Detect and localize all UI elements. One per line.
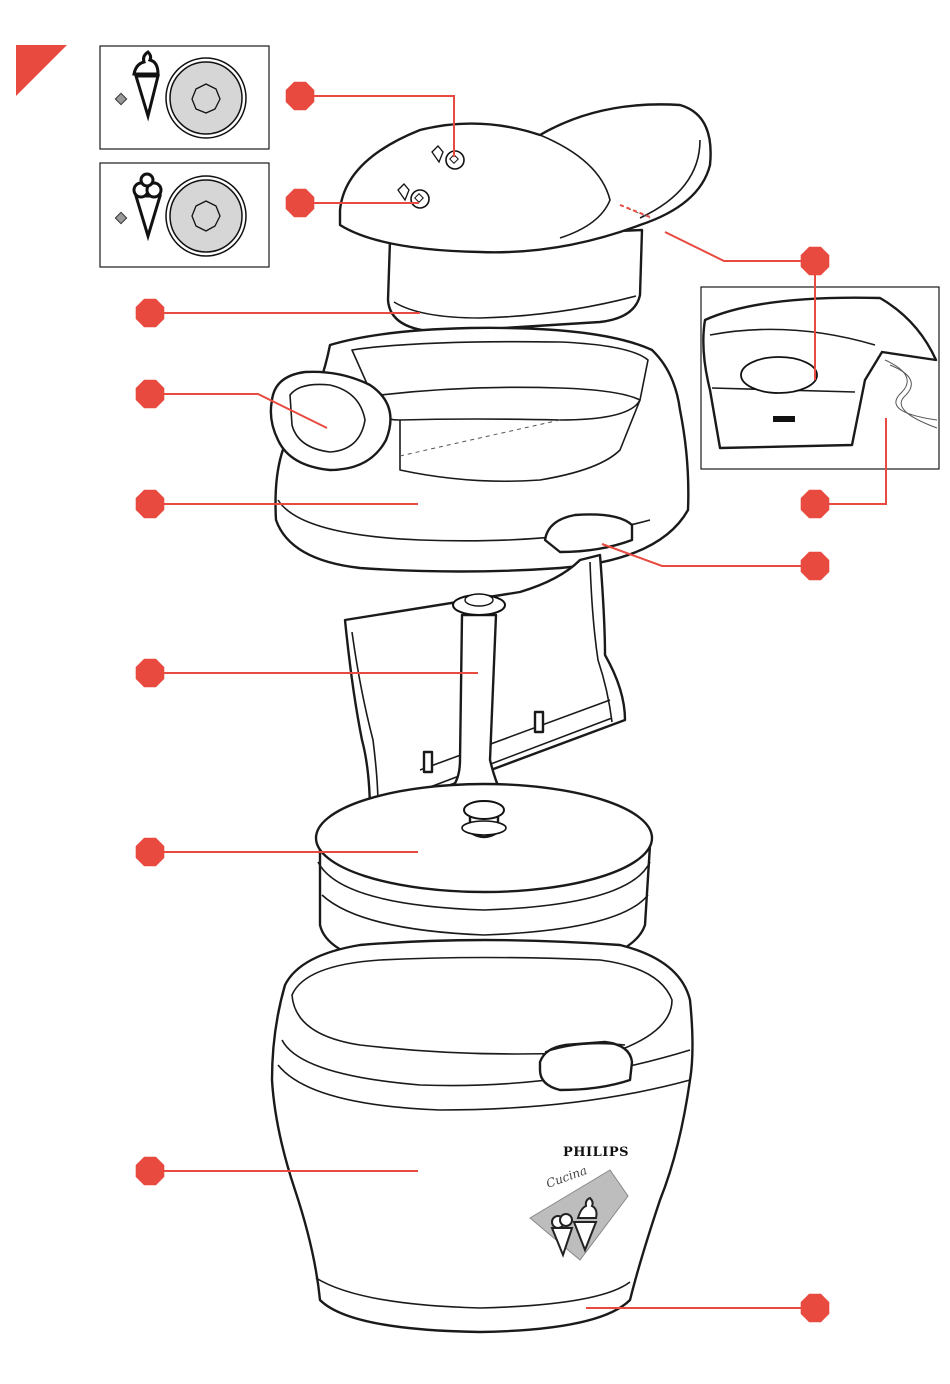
base-container: Cucina PHILIPS [272, 940, 693, 1332]
callout-marker-c12 [801, 1294, 830, 1323]
setting-dial [166, 176, 246, 256]
callout-marker-c3 [136, 299, 165, 328]
callout-marker-c9 [801, 247, 830, 276]
callout-marker-c2 [286, 189, 315, 218]
motor-housing [271, 328, 688, 572]
setting-dial [166, 58, 246, 138]
callout-marker-c6 [136, 659, 165, 688]
top-lid [340, 104, 711, 332]
corner-marker [16, 45, 67, 96]
callout-marker-c7 [136, 838, 165, 867]
callout-marker-c4 [136, 380, 165, 409]
brand-logo: PHILIPS [563, 1145, 629, 1160]
inset-soft-ice-setting [100, 46, 269, 149]
stirring-paddle [345, 555, 625, 815]
inset-spout-detail [701, 287, 939, 469]
callout-marker-c8 [136, 1157, 165, 1186]
inset-ice-cream-setting [100, 163, 269, 267]
callout-marker-c11 [801, 552, 830, 581]
ice-cream-button[interactable] [411, 190, 429, 208]
callout-marker-c5 [136, 490, 165, 519]
callout-marker-c1 [286, 82, 315, 111]
callout-marker-c10 [801, 490, 830, 519]
